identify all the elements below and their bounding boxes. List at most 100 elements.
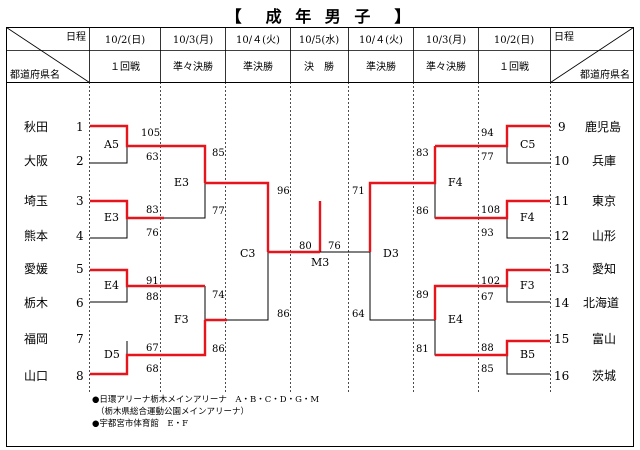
- date-cell: 10/2(日): [105, 35, 145, 46]
- team-name: 北海道: [583, 295, 619, 310]
- score: 86: [277, 309, 290, 320]
- right-header-schedule: 日程: [554, 31, 574, 43]
- score: 68: [146, 364, 159, 375]
- match-code: E4: [104, 279, 119, 292]
- team-seed: 15: [554, 332, 569, 346]
- team-name: 山形: [592, 229, 616, 243]
- round-cell: 決 勝: [304, 60, 334, 73]
- score: 77: [481, 152, 494, 163]
- team-name: 福岡: [24, 331, 48, 346]
- score: 85: [212, 148, 225, 159]
- team-seed: 7: [76, 332, 84, 346]
- team-name: 大阪: [24, 154, 48, 168]
- outer-frame: [6, 27, 634, 447]
- left-header-prefecture: 都道府県名: [10, 68, 60, 81]
- scores-left-sf: 96 86: [277, 186, 290, 320]
- date-cell: 10/3(月): [426, 34, 466, 46]
- page-title: 【 成 年 男 子 】: [225, 7, 415, 26]
- match-code: F4: [520, 211, 535, 224]
- team-seed: 3: [76, 194, 84, 208]
- round-cell: 準々決勝: [426, 60, 466, 73]
- match-code: F3: [520, 279, 535, 292]
- score: 81: [416, 344, 429, 355]
- team-seed: 5: [76, 262, 84, 276]
- header-column-lines: [89, 27, 551, 82]
- venue-note-3: ●宇都宮市体育館 E・F: [92, 419, 189, 429]
- team-name: 秋田: [24, 120, 48, 134]
- team-seed: 13: [554, 262, 569, 276]
- round-cell: 準決勝: [243, 60, 273, 73]
- match-code: F4: [448, 176, 463, 189]
- match-code: C3: [240, 247, 255, 260]
- team-seed: 4: [76, 229, 84, 243]
- score: 86: [416, 206, 429, 217]
- left-header-schedule: 日程: [66, 31, 86, 43]
- match-code: F3: [174, 313, 189, 326]
- score: 76: [328, 241, 341, 252]
- round-cell: １回戦: [499, 60, 529, 73]
- date-cell: 10/４(火): [359, 34, 403, 46]
- score: 105: [141, 128, 160, 139]
- score: 85: [481, 364, 494, 375]
- round-row: １回戦 準々決勝 準決勝 決 勝 準決勝 準々決勝 １回戦: [110, 60, 529, 73]
- left-team-list: 秋田 1 大阪 2 埼玉 3 熊本 4 愛媛 5 栃木 6 福岡 7 山口 8: [24, 120, 84, 383]
- match-code: D3: [383, 247, 399, 260]
- team-name: 愛媛: [24, 262, 48, 276]
- team-seed: 14: [554, 296, 570, 310]
- date-cell: 10/2(日): [494, 35, 534, 46]
- score: 80: [299, 241, 312, 252]
- match-code: E3: [104, 211, 119, 224]
- team-seed: 11: [554, 194, 569, 208]
- team-seed: 2: [76, 154, 84, 168]
- team-name: 兵庫: [592, 154, 616, 168]
- score: 77: [212, 206, 225, 217]
- team-name: 熊本: [24, 228, 48, 243]
- left-corner-diagonal: [6, 27, 90, 83]
- score: 83: [416, 148, 429, 159]
- round-cell: 準々決勝: [173, 60, 213, 73]
- venue-note-1: ●日環アリーナ栃木メインアリーナ A・B・C・D・G・M: [92, 395, 320, 405]
- team-name: 鹿児島: [585, 119, 621, 134]
- team-name: 富山: [592, 331, 616, 346]
- team-name: 栃木: [24, 296, 48, 310]
- team-seed: 9: [558, 120, 566, 134]
- score: 71: [352, 186, 365, 197]
- score: 108: [481, 205, 500, 216]
- score: 93: [481, 228, 494, 239]
- right-winning-lines: [368, 124, 550, 357]
- left-winning-lines: [90, 124, 322, 376]
- date-row: 10/2(日) 10/3(月) 10/４(火) 10/5(水) 10/４(火) …: [105, 34, 534, 46]
- match-code: M3: [311, 256, 329, 269]
- score: 94: [481, 128, 494, 139]
- scores-left-r1: 105 63 83 76 91 88 67 68: [141, 128, 160, 375]
- right-header-prefecture: 都道府県名: [580, 68, 630, 81]
- score: 76: [146, 228, 159, 239]
- score: 102: [481, 276, 500, 287]
- score: 88: [481, 343, 494, 354]
- score: 67: [481, 292, 494, 303]
- team-seed: 16: [554, 369, 569, 383]
- score: 91: [146, 276, 159, 287]
- date-cell: 10/3(月): [173, 34, 213, 46]
- scores-right-r1: 94 77 108 93 102 67 88 85: [481, 128, 500, 375]
- score: 88: [146, 292, 159, 303]
- score: 86: [212, 344, 225, 355]
- team-name: 茨城: [592, 369, 616, 383]
- match-code: B5: [520, 348, 535, 361]
- match-code: C5: [520, 138, 535, 151]
- score: 83: [146, 205, 159, 216]
- left-losing-lines: [90, 146, 269, 355]
- scores-right-qf: 83 86 89 81: [416, 148, 429, 355]
- score: 74: [212, 290, 225, 301]
- team-seed: 12: [554, 229, 569, 243]
- score: 96: [277, 186, 290, 197]
- team-seed: 1: [76, 120, 84, 134]
- team-seed: 8: [76, 369, 84, 383]
- date-cell: 10/４(火): [236, 34, 280, 46]
- team-name: 東京: [592, 194, 616, 208]
- team-name: 埼玉: [24, 194, 48, 208]
- score: 63: [146, 152, 159, 163]
- match-codes: A5 E3 E4 D5 E3 F3 C3 M3 D3 F4 E4 C5 F4 F…: [103, 138, 535, 361]
- round-cell: １回戦: [110, 60, 140, 73]
